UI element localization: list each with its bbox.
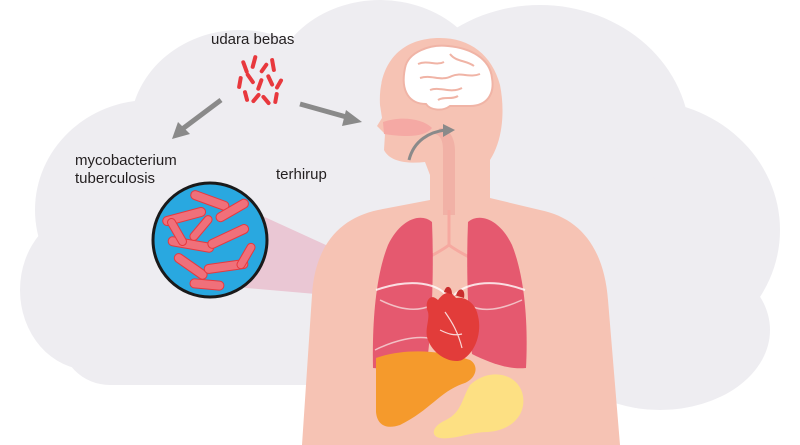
- lungs-icon: [372, 217, 527, 369]
- heart-icon: [426, 286, 480, 362]
- arrow-to-bacteria: [172, 98, 223, 139]
- mycobacterium-label-line1: mycobacterium: [75, 152, 177, 169]
- brain-icon: [402, 44, 494, 111]
- mycobacterium-label: mycobacterium tuberculosis: [75, 152, 177, 188]
- free-air-label: udara bebas: [211, 31, 295, 48]
- magnifier-circle-icon: [151, 181, 269, 299]
- inhaled-label: terhirup: [276, 166, 327, 183]
- mycobacterium-label-line2: tuberculosis: [75, 170, 156, 187]
- stomach-icon: [433, 374, 524, 439]
- arrow-to-person: [299, 101, 362, 126]
- bacteria-cluster-icon: [237, 55, 283, 106]
- airway: [383, 118, 455, 215]
- liver-icon: [376, 351, 476, 427]
- inhale-arrow: [407, 124, 455, 161]
